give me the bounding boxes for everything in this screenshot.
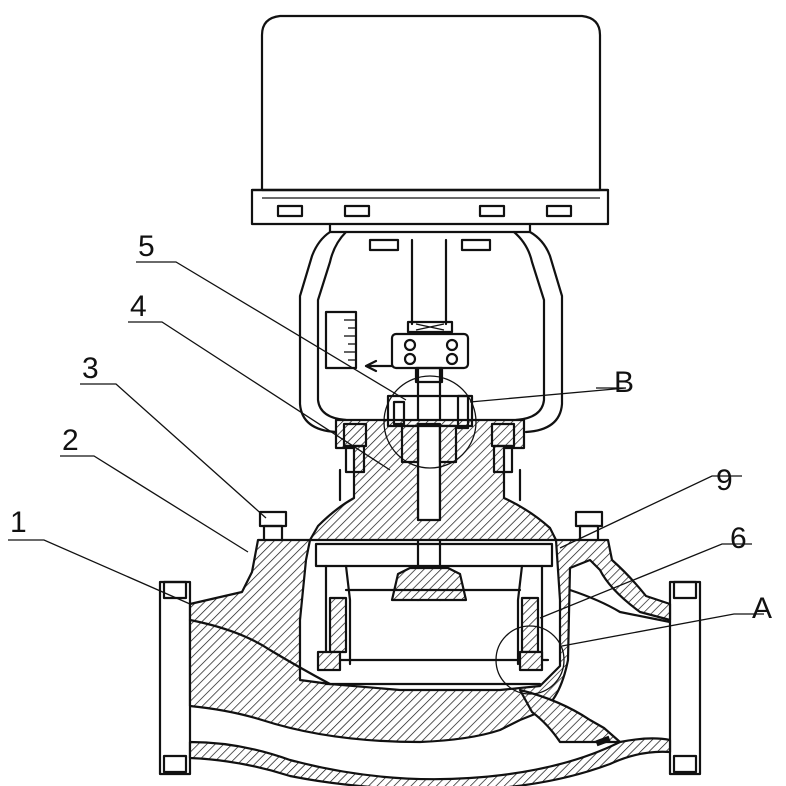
label-a: A (752, 592, 772, 625)
stem-connector (390, 332, 470, 384)
detail-b-circle (383, 375, 477, 469)
label-1: 1 (10, 506, 27, 539)
label-6: 6 (730, 522, 747, 555)
valve-body (158, 538, 702, 786)
label-4: 4 (130, 290, 147, 323)
stroke-scale (324, 310, 394, 373)
callout-labels: 1 2 3 4 5 B 9 6 A (10, 230, 772, 625)
yoke (298, 222, 564, 434)
valve-cage (314, 542, 554, 686)
bonnet (308, 418, 558, 542)
label-b: B (614, 366, 634, 399)
label-3: 3 (82, 352, 99, 385)
label-2: 2 (62, 424, 79, 457)
valve-plug (316, 566, 544, 672)
label-9: 9 (716, 464, 733, 497)
label-5: 5 (138, 230, 155, 263)
actuator-bolts (276, 204, 573, 218)
leader-lines (8, 261, 764, 647)
detail-a-circle (495, 625, 565, 695)
packing-gland (386, 394, 474, 464)
actuator-housing (250, 14, 610, 226)
flow-mark (595, 735, 611, 747)
bonnet-bolts (342, 422, 516, 474)
